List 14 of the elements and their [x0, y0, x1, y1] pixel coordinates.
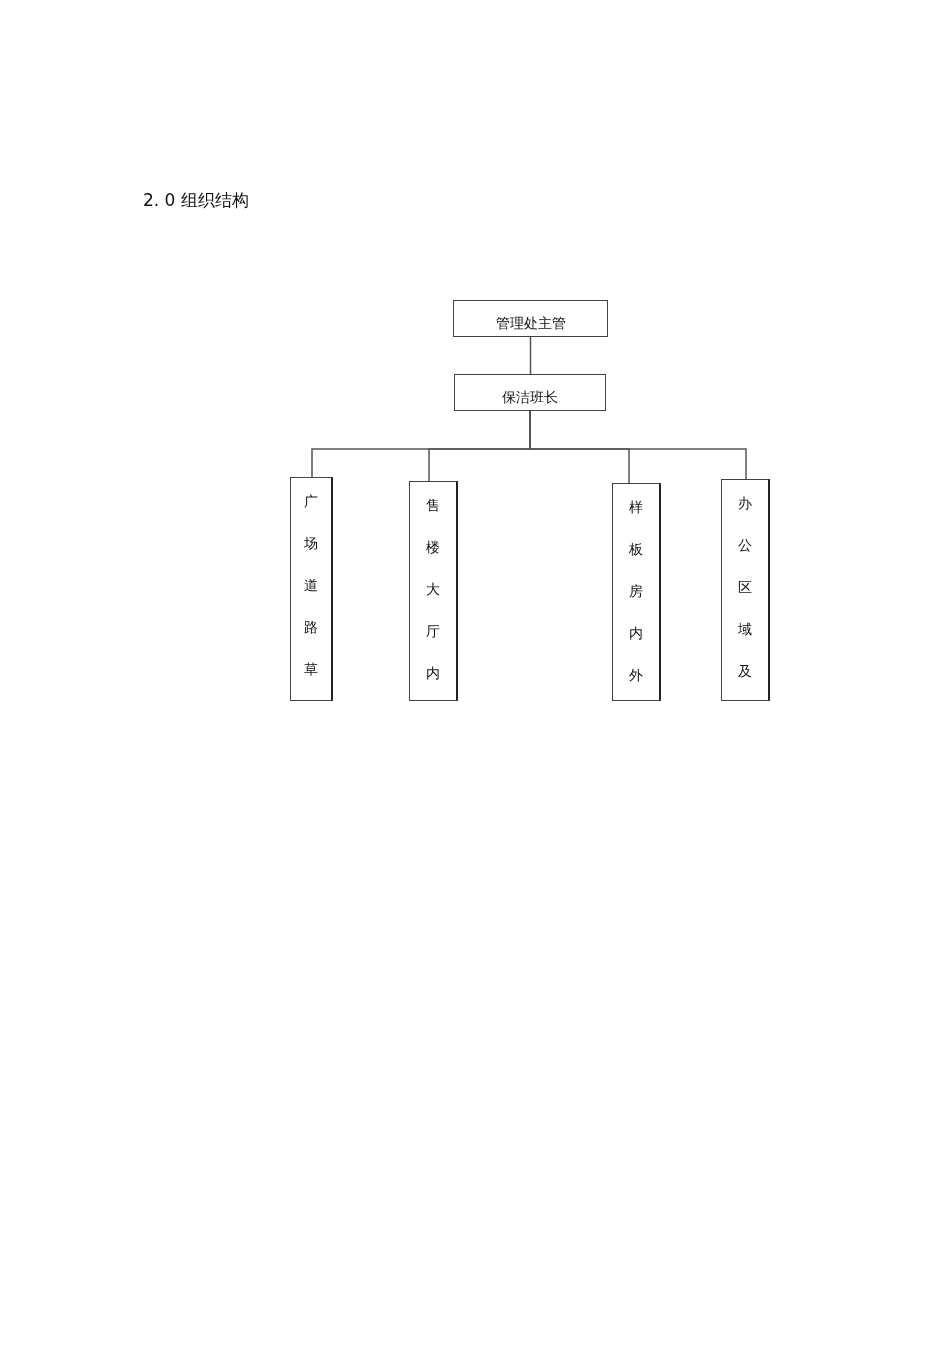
box-label: 售楼大厅内: [426, 496, 440, 683]
box-label: 办公区域及: [738, 494, 752, 681]
org-box: [290, 477, 333, 701]
section-heading: 2. 0 组织结构: [143, 189, 249, 212]
box-label: 样板房内外: [629, 498, 643, 685]
connector-line: [529, 336, 532, 375]
org-box: [409, 481, 458, 701]
box-label: 广场道路草: [304, 492, 318, 679]
org-box: [612, 483, 661, 701]
org-box: [453, 300, 608, 337]
box-label: 管理处主管: [495, 314, 566, 333]
org-box: [454, 374, 606, 411]
box-label: 保洁班长: [502, 388, 558, 407]
org-box: [721, 479, 770, 701]
